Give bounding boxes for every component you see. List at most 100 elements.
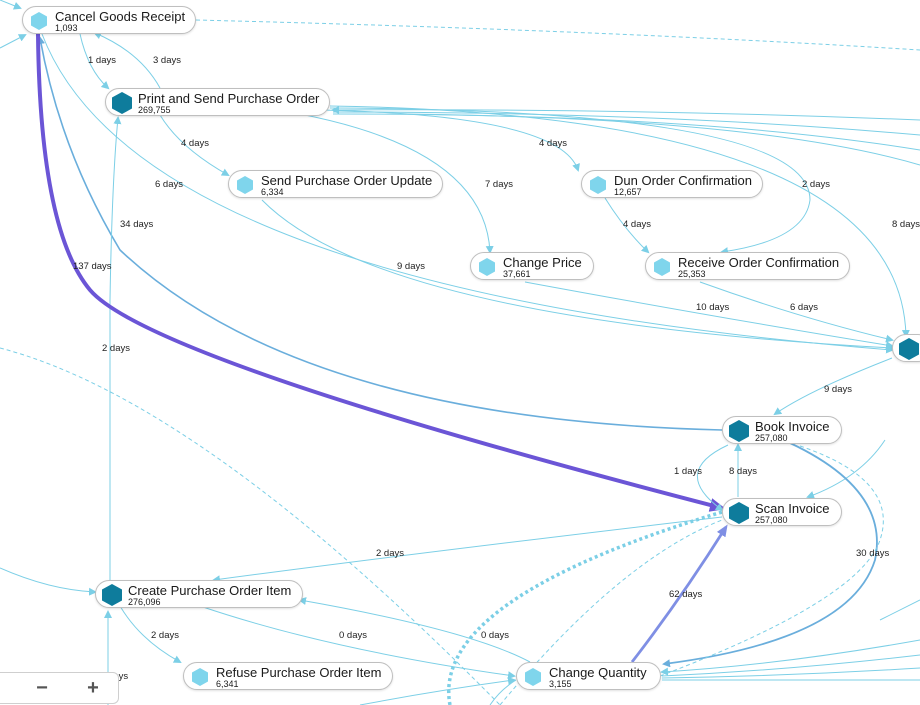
edge-label: 1 days xyxy=(674,466,702,477)
edge xyxy=(0,34,27,49)
node-count: 6,334 xyxy=(261,187,284,197)
edge xyxy=(41,33,894,354)
node-name: Refuse Purchase Order Item xyxy=(216,665,382,680)
edge xyxy=(524,281,894,349)
node-scan-invoice[interactable]: Scan Invoice 257,080 xyxy=(722,498,842,526)
edge xyxy=(37,36,723,431)
edge-label: 4 days xyxy=(539,138,567,149)
edge-label: 9 days xyxy=(397,261,425,272)
hexagon-light-icon xyxy=(192,668,208,686)
edge xyxy=(604,197,650,254)
edge-label: 4 days xyxy=(623,219,651,230)
edge xyxy=(660,639,920,676)
edge xyxy=(79,33,110,90)
hexagon-light-icon xyxy=(525,668,541,686)
node-send-po-update[interactable]: Send Purchase Order Update 6,334 xyxy=(228,170,443,198)
edge-label: 3 days xyxy=(153,55,181,66)
node-name: Cancel Goods Receipt xyxy=(55,9,186,24)
edge-label: 2 days xyxy=(376,548,404,559)
node-refuse-po-item[interactable]: Refuse Purchase Order Item 6,341 xyxy=(183,662,393,690)
edge xyxy=(332,111,920,136)
edge xyxy=(806,439,886,499)
hexagon-light-icon xyxy=(654,258,670,276)
edge-label: 137 days xyxy=(73,261,112,272)
edge xyxy=(399,113,920,166)
edge-dashed xyxy=(0,347,501,705)
node-count: 1,093 xyxy=(55,23,78,33)
zoom-control: − + xyxy=(0,672,119,704)
hexagon-light-icon xyxy=(237,176,253,194)
node-change-quantity[interactable]: Change Quantity 3,155 xyxy=(516,662,661,690)
node-count: 257,080 xyxy=(755,433,788,443)
node-name: Change Price xyxy=(503,255,582,270)
edge-label: 9 days xyxy=(824,384,852,395)
hexagon-dark-icon xyxy=(729,502,749,524)
edge xyxy=(0,0,22,10)
edge xyxy=(331,105,920,121)
edge-label: 1 days xyxy=(88,55,116,66)
node-print-send-po[interactable]: Print and Send Purchase Order 269,755 xyxy=(105,88,330,116)
edge xyxy=(699,281,894,343)
hexagon-dark-icon xyxy=(102,584,122,606)
hexagon-light-icon xyxy=(479,258,495,276)
node-dun-order-confirmation[interactable]: Dun Order Confirmation 12,657 xyxy=(581,170,763,198)
edge xyxy=(359,676,516,705)
edge xyxy=(298,597,531,663)
zoom-out-button[interactable]: − xyxy=(36,677,48,699)
node-count: 276,096 xyxy=(128,597,161,607)
edge-label: 34 days xyxy=(120,219,154,230)
zoom-in-button[interactable]: + xyxy=(87,677,99,699)
edge xyxy=(93,31,161,89)
edge xyxy=(0,567,97,596)
node-name: Send Purchase Order Update xyxy=(261,173,433,188)
edge-highlight xyxy=(36,33,726,512)
edge-label: 2 days xyxy=(151,630,179,641)
edge-highlight xyxy=(630,524,728,663)
edge-label: 30 days xyxy=(856,548,890,559)
edge xyxy=(879,599,920,621)
hexagon-dark-icon xyxy=(899,338,919,360)
edge-label: 7 days xyxy=(485,179,513,190)
node-name: Scan Invoice xyxy=(755,501,830,516)
edge xyxy=(159,114,230,176)
hexagon-light-icon xyxy=(590,176,606,194)
edge-label: 6 days xyxy=(790,302,818,313)
node-offscreen-right[interactable] xyxy=(892,334,920,362)
edge xyxy=(109,116,122,580)
edge-label: 8 days xyxy=(892,219,920,230)
node-name: Create Purchase Order Item xyxy=(128,583,292,598)
edge xyxy=(329,107,811,256)
edge xyxy=(199,605,516,680)
edge-dashed xyxy=(195,19,920,51)
edge xyxy=(662,442,878,668)
node-change-price[interactable]: Change Price 37,661 xyxy=(470,252,594,280)
hexagon-dark-icon xyxy=(112,92,132,114)
edge-label: 10 days xyxy=(696,302,730,313)
hexagon-light-icon xyxy=(31,12,47,30)
node-count: 12,657 xyxy=(614,187,642,197)
edge xyxy=(696,444,729,512)
node-count: 6,341 xyxy=(216,679,239,689)
edge xyxy=(773,357,893,416)
edge xyxy=(119,605,182,663)
node-cancel-goods-receipt[interactable]: Cancel Goods Receipt 1,093 xyxy=(22,6,196,34)
node-count: 3,155 xyxy=(549,679,572,689)
node-create-po-item[interactable]: Create Purchase Order Item 276,096 xyxy=(95,580,303,608)
edge-label: 62 days xyxy=(669,589,703,600)
node-book-invoice[interactable]: Book Invoice 257,080 xyxy=(722,416,842,444)
edge xyxy=(261,199,894,352)
node-name: Change Quantity xyxy=(549,665,647,680)
node-receive-order-confirmation[interactable]: Receive Order Confirmation 25,353 xyxy=(645,252,850,280)
edge-label: 2 days xyxy=(802,179,830,190)
node-name: Book Invoice xyxy=(755,419,830,434)
edge xyxy=(489,679,517,705)
edge-label: 4 days xyxy=(181,138,209,149)
node-name: Print and Send Purchase Order xyxy=(138,91,320,106)
edge xyxy=(661,667,920,679)
node-name: Dun Order Confirmation xyxy=(614,173,752,188)
edge-labels: 1 days 3 days 4 days 6 days 34 days 137 … xyxy=(73,55,920,682)
edge-label: 0 days xyxy=(339,630,367,641)
edge-label: 6 days xyxy=(155,179,183,190)
